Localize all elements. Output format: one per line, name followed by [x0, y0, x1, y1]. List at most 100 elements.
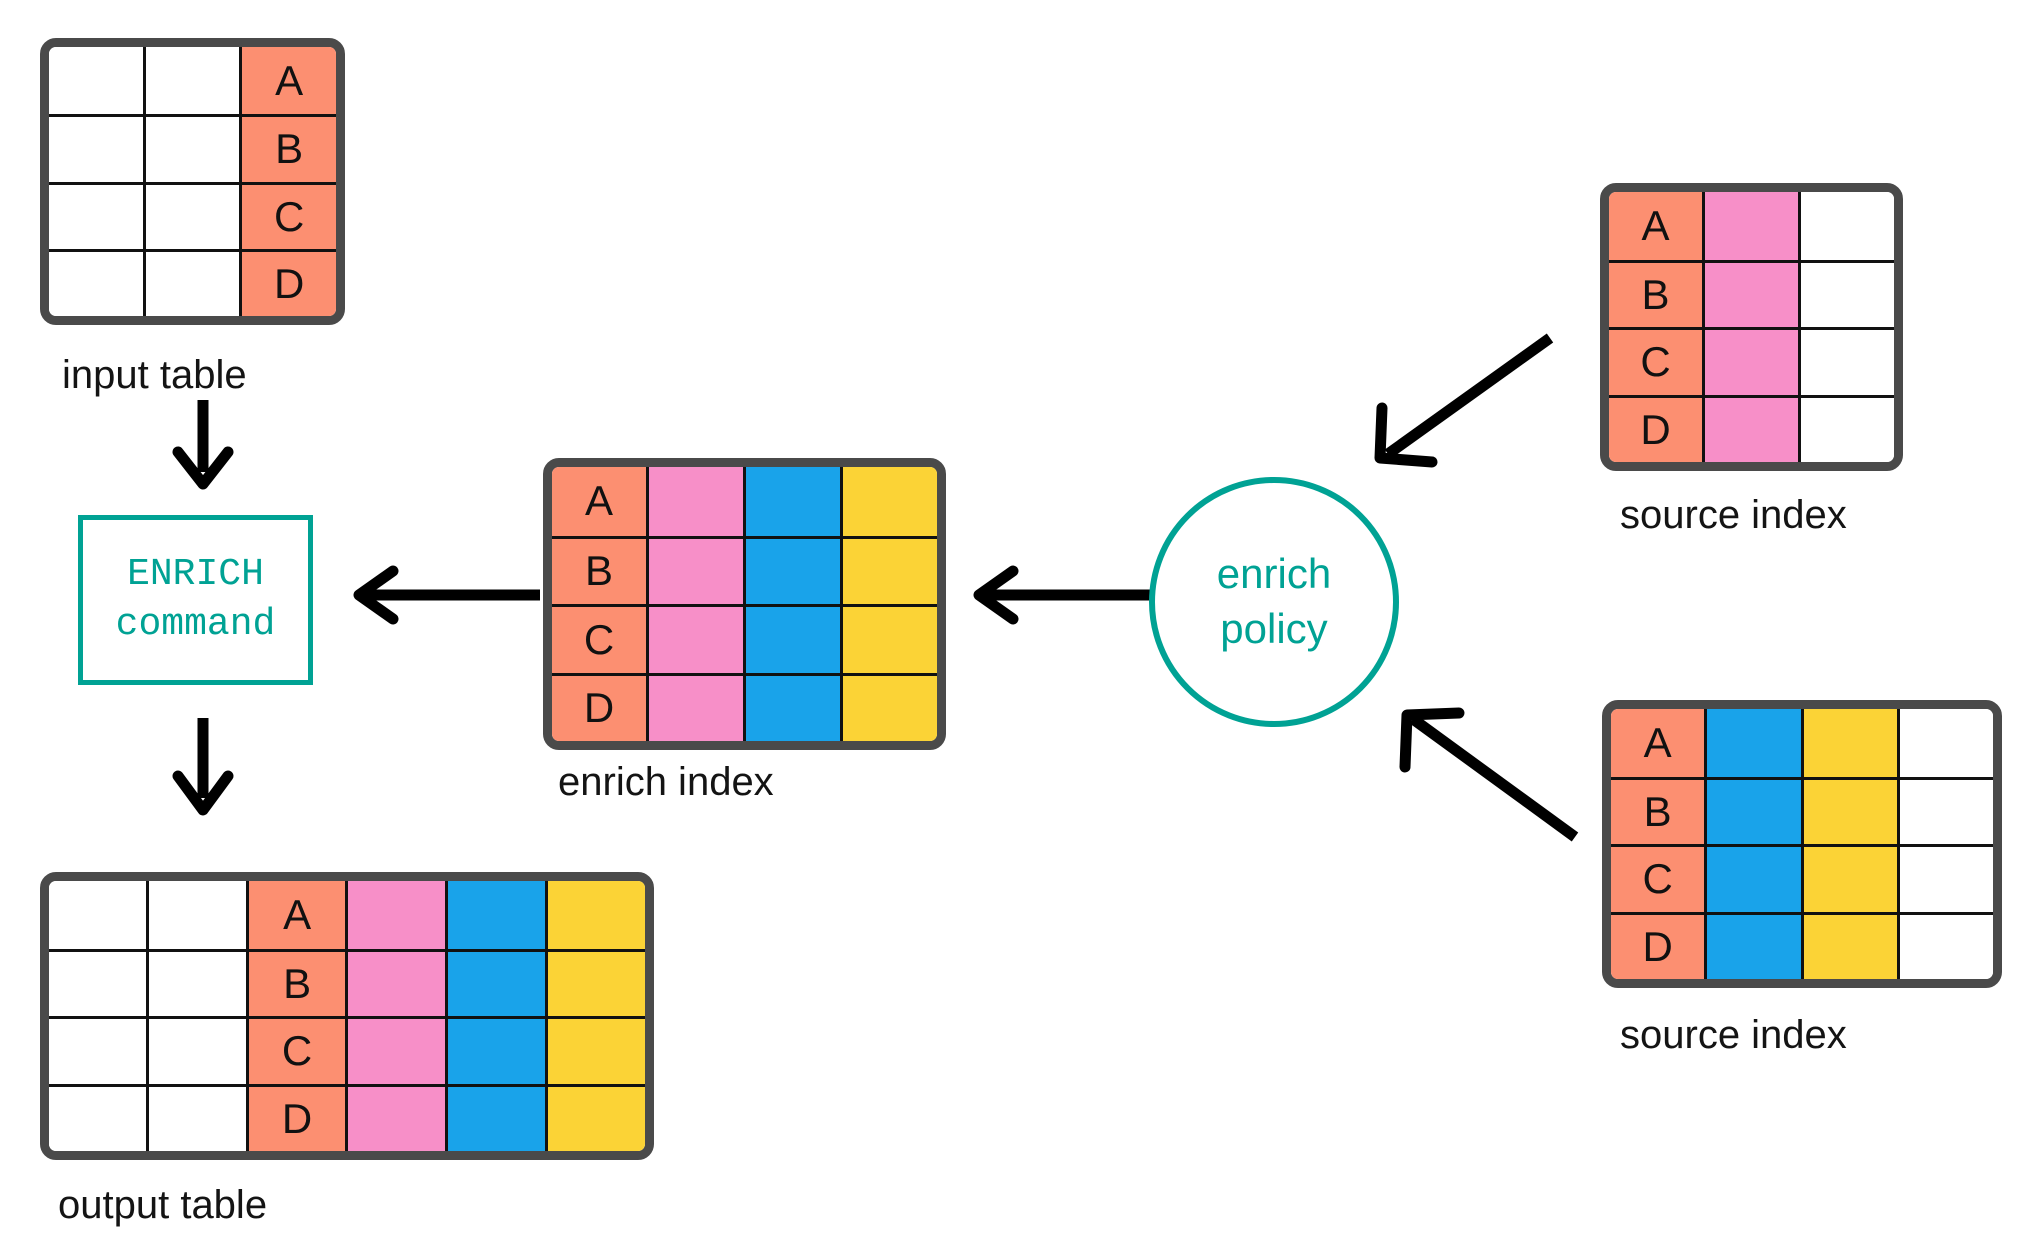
- output-table-cell: [545, 948, 645, 1016]
- enrich-policy-circle[interactable]: enrich policy: [1149, 477, 1399, 727]
- enrich-command-line1: ENRICH: [127, 552, 264, 596]
- arrow-source-top-to-policy: [1374, 333, 1554, 468]
- source-index-top-cell: [1798, 259, 1894, 327]
- output-table-cell: [145, 1016, 246, 1084]
- enrich-policy-line2: policy: [1220, 605, 1328, 652]
- source-index-bottom-cell: [1704, 844, 1801, 912]
- enrich-index-row: A: [552, 467, 937, 536]
- output-table-cell: A: [245, 881, 346, 949]
- output-table-cell: [545, 881, 645, 949]
- input-table-row: A: [49, 47, 336, 115]
- enrich-index-cell: [840, 467, 937, 536]
- output-table-row: B: [49, 948, 645, 1016]
- input-table-cell: C: [239, 181, 336, 249]
- enrich-index-row: C: [552, 604, 937, 673]
- source-index-top-cell: [1702, 327, 1798, 395]
- output-table-cell: B: [245, 948, 346, 1016]
- source-index-top-cell: A: [1609, 192, 1702, 260]
- source-index-top-cell: B: [1609, 259, 1702, 327]
- enrich-index-row: D: [552, 672, 937, 741]
- source-index-bottom-cell: [1704, 709, 1801, 777]
- source-index-top-row: D: [1609, 394, 1894, 462]
- source-index-top-cell: [1798, 192, 1894, 260]
- input-table-cell: [142, 114, 240, 182]
- output-table-cell: [49, 881, 146, 949]
- output-table-cell: [345, 1016, 446, 1084]
- output-table-cell: [145, 1083, 246, 1151]
- enrich-index-cell: [743, 467, 840, 536]
- output-table-cell: C: [245, 1016, 346, 1084]
- output-table-cell: [445, 1016, 546, 1084]
- source-index-bottom-cell: [1896, 776, 1993, 844]
- source-index-bottom-row: D: [1611, 911, 1993, 979]
- output-table-cell: [49, 1083, 146, 1151]
- source-index-top-cell: [1702, 394, 1798, 462]
- enrich-index-cell: [840, 604, 937, 673]
- input-table-cell: A: [239, 47, 336, 115]
- source-index-bottom-caption: source index: [1620, 1013, 1847, 1057]
- output-table-cell: [445, 1083, 546, 1151]
- source-index-bottom-cell: [1800, 911, 1897, 979]
- enrich-index-cell: [646, 467, 743, 536]
- arrow-input-to-command: [172, 400, 234, 490]
- input-table-cell: D: [239, 248, 336, 316]
- source-index-bottom-row: B: [1611, 776, 1993, 844]
- enrich-command-line2: command: [115, 603, 276, 646]
- source-index-bottom-row: C: [1611, 844, 1993, 912]
- source-index-top-cell: [1798, 394, 1894, 462]
- source-index-bottom-row: A: [1611, 709, 1993, 777]
- output-table-cell: [545, 1083, 645, 1151]
- output-table-cell: [445, 948, 546, 1016]
- enrich-index-row: B: [552, 535, 937, 604]
- arrow-enrich-index-to-command: [353, 565, 540, 625]
- enrich-index-cell: B: [552, 535, 646, 604]
- input-table-cell: [142, 47, 240, 115]
- output-table-cell: [145, 881, 246, 949]
- input-table-cell: [142, 248, 240, 316]
- source-index-bottom-cell: B: [1611, 776, 1705, 844]
- output-table-cell: [49, 1016, 146, 1084]
- enrich-index-cell: [743, 672, 840, 741]
- arrow-policy-to-enrich-index: [973, 565, 1155, 625]
- input-table-cell: [142, 181, 240, 249]
- source-index-bottom-cell: [1800, 709, 1897, 777]
- input-table-caption: input table: [62, 353, 247, 397]
- arrow-command-to-output: [172, 718, 234, 816]
- source-index-top-row: A: [1609, 192, 1894, 260]
- input-table-cell: [49, 181, 143, 249]
- enrich-index-cell: [646, 672, 743, 741]
- source-index-bottom-cell: [1704, 776, 1801, 844]
- input-table-row: D: [49, 248, 336, 316]
- enrich-command-box[interactable]: ENRICH command: [78, 515, 313, 685]
- source-index-top-cell: [1702, 192, 1798, 260]
- source-index-top-cell: C: [1609, 327, 1702, 395]
- source-index-bottom-cell: [1800, 844, 1897, 912]
- output-table-cell: [145, 948, 246, 1016]
- output-table-cell: [445, 881, 546, 949]
- source-index-bottom-cell: D: [1611, 911, 1705, 979]
- source-index-bottom-cell: C: [1611, 844, 1705, 912]
- output-table-cell: [49, 948, 146, 1016]
- input-table-cell: B: [239, 114, 336, 182]
- enrich-index-cell: C: [552, 604, 646, 673]
- source-index-top-cell: [1798, 327, 1894, 395]
- enrich-index-caption: enrich index: [558, 760, 774, 804]
- output-table-caption: output table: [58, 1183, 268, 1227]
- enrich-index-cell: [743, 535, 840, 604]
- output-table-cell: [545, 1016, 645, 1084]
- input-table-cell: [49, 114, 143, 182]
- enrich-index-cell: [646, 535, 743, 604]
- source-index-top-cell: [1702, 259, 1798, 327]
- source-index-top-cell: D: [1609, 394, 1702, 462]
- source-index-top-row: B: [1609, 259, 1894, 327]
- output-table-cell: [345, 1083, 446, 1151]
- enrich-index-cell: [646, 604, 743, 673]
- output-table-row: A: [49, 881, 645, 949]
- output-table-cell: [345, 881, 446, 949]
- source-index-bottom-cell: [1704, 911, 1801, 979]
